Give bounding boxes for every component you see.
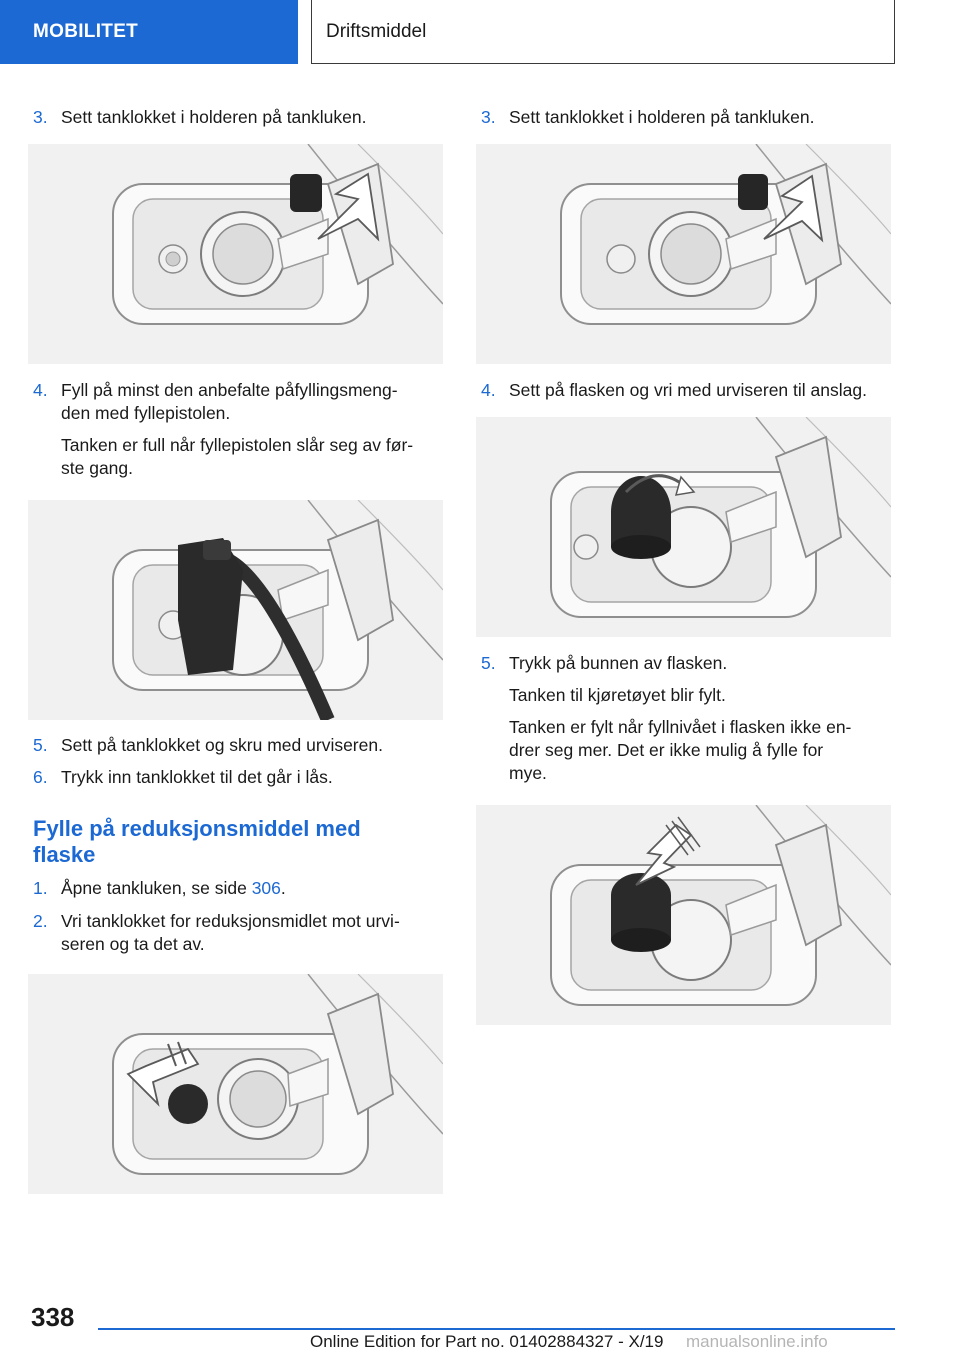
step-text-line: den med fyllepistolen. xyxy=(61,403,231,423)
step-4-note: Tanken er full når fyllepistolen slår se… xyxy=(61,434,443,480)
step-number: 5. xyxy=(33,735,48,755)
page-title: Driftsmiddel xyxy=(311,0,895,64)
step-text-line: Vri tanklokket for reduksjonsmidlet mot … xyxy=(61,911,400,931)
footer-divider xyxy=(98,1328,895,1330)
step-text: Vri tanklokket for reduksjonsmidlet mot … xyxy=(61,910,443,956)
figure-drawing xyxy=(112,974,443,1175)
substep-1: 1. Åpne tankluken, se side 306. xyxy=(28,877,443,900)
step-4-left: 4. Fyll på minst den anbefalte påfylling… xyxy=(28,379,443,425)
figure-drawing xyxy=(560,144,891,325)
page-link-306[interactable]: 306 xyxy=(251,878,281,898)
step-text: Trykk på bunnen av flasken. xyxy=(509,653,728,673)
step-4-right: 4. Sett på flasken og vri med urviseren … xyxy=(476,379,891,402)
figure-cap-in-holder-right xyxy=(476,144,891,364)
figure-fuel-nozzle xyxy=(28,500,443,720)
step-number: 2. xyxy=(33,911,48,931)
step-text: Trykk inn tanklokket til det går i lås. xyxy=(61,767,333,787)
figure-attach-bottle xyxy=(476,417,891,637)
figure-drawing xyxy=(550,805,891,1006)
step-3-left: 3. Sett tanklokket i holderen på tankluk… xyxy=(28,106,443,129)
step-6-left: 6. Trykk inn tanklokket til det går i lå… xyxy=(28,766,443,789)
heading-line: Fylle på reduksjonsmiddel med xyxy=(33,816,361,841)
step-text: Åpne tankluken, se side 306. xyxy=(61,877,443,900)
substep-2: 2. Vri tanklokket for reduksjonsmidlet m… xyxy=(28,910,443,956)
step-text: Sett på tanklokket og skru med urviseren… xyxy=(61,735,383,755)
step-text: Fyll på minst den anbefalte påfyllingsme… xyxy=(61,379,443,425)
step-number: 4. xyxy=(33,380,48,400)
note-line: Tanken er fylt når fyllnivået i flasken … xyxy=(509,717,852,737)
step-text-before: Åpne tankluken, se side xyxy=(61,878,252,898)
note-line: mye. xyxy=(509,763,547,783)
step-number: 5. xyxy=(481,653,496,673)
page-number: 338 xyxy=(31,1302,75,1332)
step-5-note-2: Tanken er fylt når fyllnivået i flasken … xyxy=(509,716,891,785)
step-number: 3. xyxy=(481,107,496,127)
step-text: Sett tanklokket i holderen på tankluken. xyxy=(61,107,367,127)
figure-press-bottle xyxy=(476,805,891,1025)
section-tab: MOBILITET xyxy=(0,0,298,64)
step-number: 6. xyxy=(33,767,48,787)
figure-remove-cap xyxy=(28,974,443,1194)
step-number: 3. xyxy=(33,107,48,127)
heading-line: flaske xyxy=(33,842,96,867)
watermark: manualsonline.info xyxy=(686,1332,828,1351)
note-line: ste gang. xyxy=(61,458,133,478)
figure-cap-in-holder xyxy=(28,144,443,364)
note-line: Tanken er full når fyllepistolen slår se… xyxy=(61,435,414,455)
note-line: drer seg mer. Det er ikke mulig å fylle … xyxy=(509,740,824,760)
step-text-line: Fyll på minst den anbefalte påfyllingsme… xyxy=(61,380,398,400)
figure-drawing xyxy=(112,144,443,325)
step-3-right: 3. Sett tanklokket i holderen på tankluk… xyxy=(476,106,891,129)
step-text: Sett tanklokket i holderen på tankluken. xyxy=(509,107,815,127)
step-text-after: . xyxy=(280,878,286,898)
step-5-left: 5. Sett på tanklokket og skru med urvise… xyxy=(28,734,443,757)
figure-drawing xyxy=(550,417,891,618)
step-5-note-1: Tanken til kjøretøyet blir fylt. xyxy=(509,685,726,705)
edition-text: Online Edition for Part no. 01402884327 … xyxy=(310,1332,664,1351)
step-number: 1. xyxy=(33,878,48,898)
step-text: Sett på flasken og vri med urviseren til… xyxy=(509,380,867,400)
figure-drawing xyxy=(112,500,443,720)
section-heading: Fylle på reduksjonsmiddel med flaske xyxy=(33,816,433,868)
step-number: 4. xyxy=(481,380,496,400)
step-text-line: seren og ta det av. xyxy=(61,934,205,954)
step-5-right: 5. Trykk på bunnen av flasken. xyxy=(476,652,891,675)
